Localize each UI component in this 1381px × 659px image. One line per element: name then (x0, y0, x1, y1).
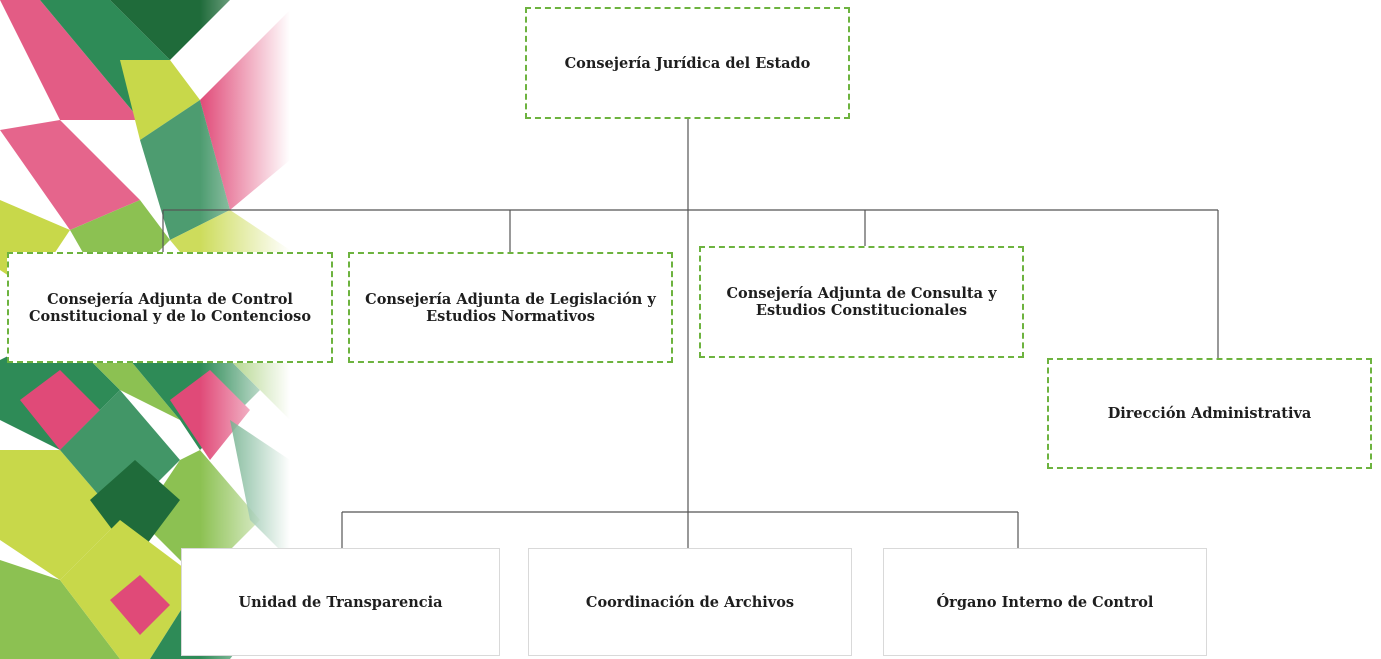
org-box-label: Consejería Adjunta de Legislación y Estu… (365, 290, 656, 325)
org-box-label: Unidad de Transparencia (238, 593, 443, 611)
org-box-direccion-administrativa: Dirección Administrativa (1047, 358, 1372, 469)
org-box-label: Coordinación de Archivos (585, 593, 795, 611)
org-box-unidad-transparencia: Unidad de Transparencia (181, 548, 500, 656)
org-box-label: Órgano Interno de Control (936, 593, 1154, 611)
org-box-organo-interno-control: Órgano Interno de Control (883, 548, 1207, 656)
org-box-label: Consejería Jurídica del Estado (564, 54, 811, 72)
org-box-adjunta-consulta: Consejería Adjunta de Consulta y Estudio… (699, 246, 1024, 358)
org-box-label: Dirección Administrativa (1107, 405, 1312, 422)
org-box-label: Consejería Adjunta de Control Constituci… (28, 290, 312, 325)
org-box-coordinacion-archivos: Coordinación de Archivos (528, 548, 852, 656)
org-box-adjunta-control: Consejería Adjunta de Control Constituci… (7, 252, 333, 363)
org-box-root: Consejería Jurídica del Estado (525, 7, 850, 119)
org-box-label: Consejería Adjunta de Consulta y Estudio… (726, 285, 997, 319)
org-box-adjunta-legislacion: Consejería Adjunta de Legislación y Estu… (348, 252, 673, 363)
connector-lines (162, 118, 1219, 548)
